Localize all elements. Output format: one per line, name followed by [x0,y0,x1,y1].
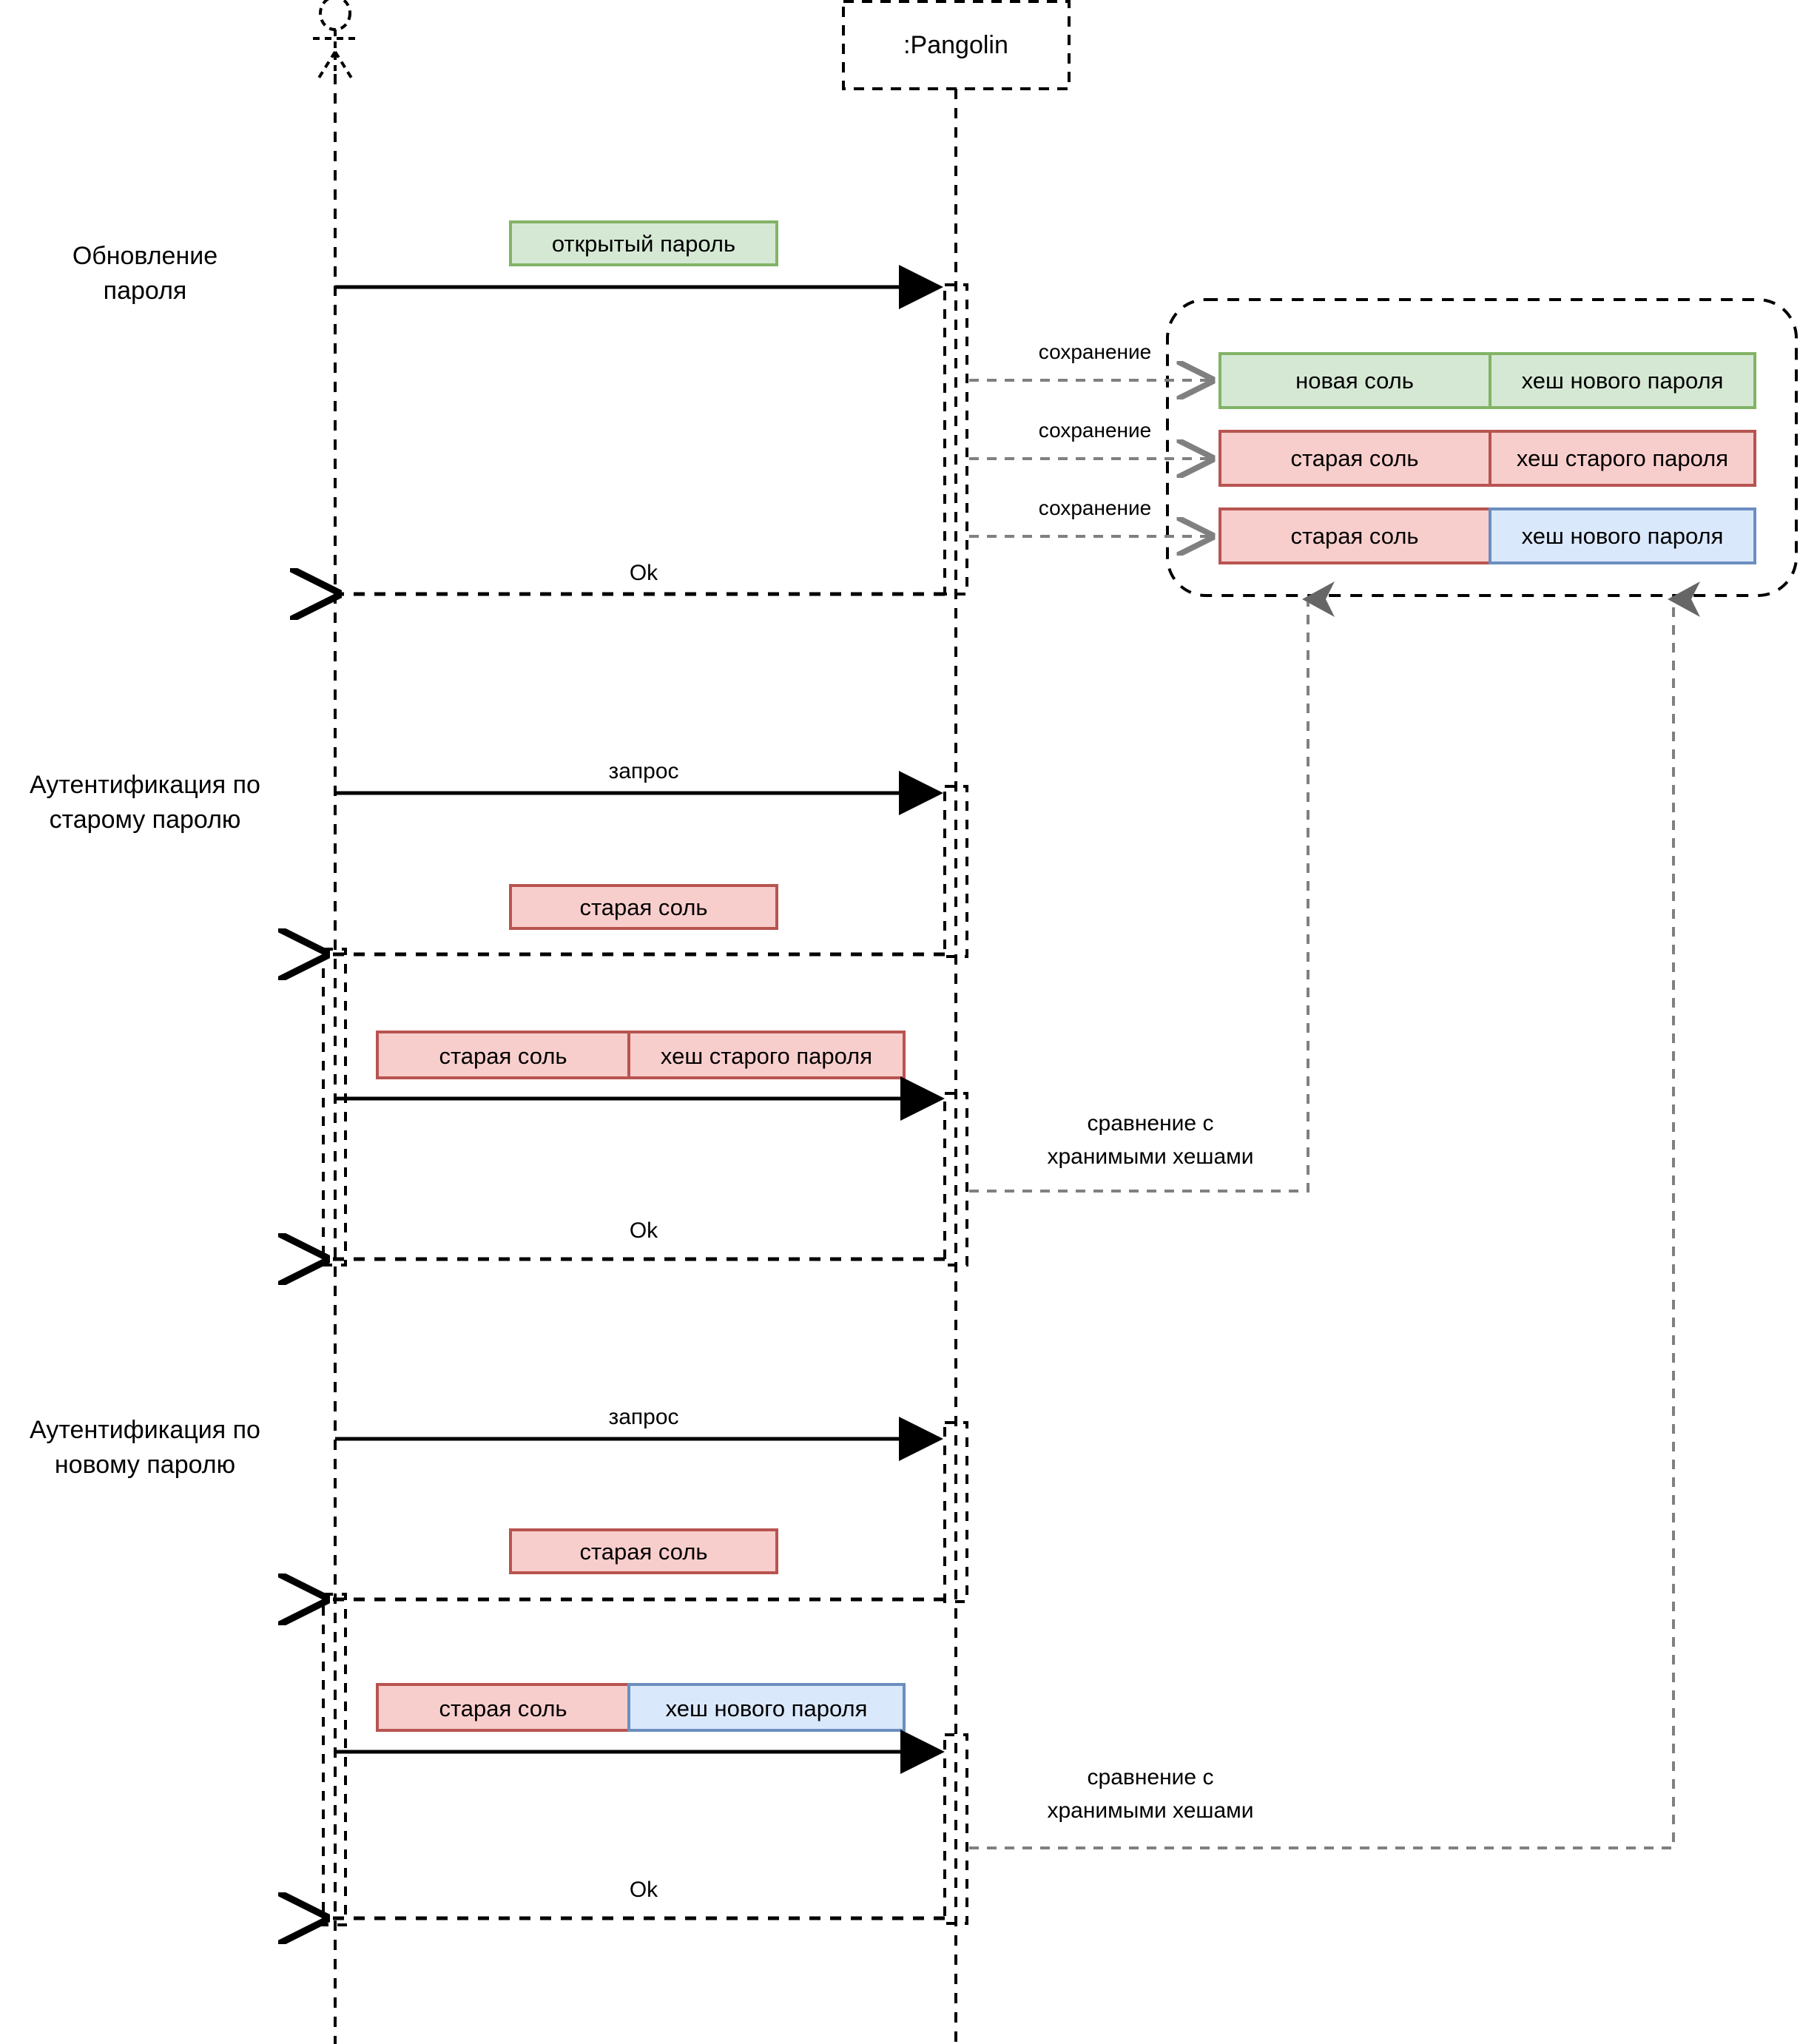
msg-old-salt-new-hash-right-cell [627,1683,906,1732]
storage-record-3-right-cell [1489,507,1756,564]
storage-record-3-left-label: старая соль [1290,523,1418,549]
storage-record-2-right-cell [1489,430,1756,487]
msg-old-salt-old-hash-right-cell [627,1031,906,1079]
section-label-auth-old-line2: старому паролю [50,806,241,834]
hash-storage-container [1166,298,1798,597]
note-compare-2-line1: сравнение с [1088,1765,1214,1790]
activation-pangolin-2 [943,785,968,958]
storage-record-3: старая соль хеш нового пароля [1218,507,1756,564]
section-label-auth-new-line1: Аутентификация по [30,1416,260,1444]
storage-record-1-right-label: хеш нового пароля [1522,368,1724,394]
msg-open-password-box [509,220,778,266]
msg-old-salt-2-label: старая соль [579,1539,707,1565]
storage-record-1-left-cell [1218,352,1491,409]
section-label-password-update-line2: пароля [104,277,187,305]
section-label-auth-new-line2: новому паролю [55,1451,235,1479]
msg-old-salt-1-label: старая соль [579,894,707,920]
msg-ok-2-label: Ok [630,1218,658,1243]
msg-old-salt-old-hash-left-label: старая соль [439,1043,567,1069]
msg-save-1-label: сохранение [1039,340,1151,363]
msg-ok-1-label: Ok [630,561,658,585]
msg-old-salt-new-hash-left-label: старая соль [439,1696,567,1721]
actor-stick-figure-icon [313,0,357,83]
activation-pangolin-5 [943,1733,968,1925]
msg-old-salt-1-box [509,884,778,930]
activation-actor-2 [322,1593,347,1926]
storage-record-1-right-cell [1489,352,1756,409]
storage-record-2-right-label: хеш старого пароля [1517,445,1728,471]
section-label-password-update-line1: Обновление [73,242,218,270]
activation-pangolin-1 [943,283,968,596]
storage-record-3-right-label: хеш нового пароля [1522,523,1724,549]
section-label-auth-old-line1: Аутентификация по [30,771,260,799]
note-compare-2-line2: хранимыми хешами [1047,1798,1253,1823]
msg-old-salt-old-hash-right-label: хеш старого пароля [661,1043,872,1069]
activation-pangolin-4 [943,1421,968,1603]
msg-old-salt-new-hash-right-label: хеш нового пароля [666,1696,868,1721]
msg-request-1-label: запрос [608,759,678,783]
msg-old-salt-new-hash-left-cell [376,1683,630,1732]
msg-old-salt-new-hash-box: старая соль хеш нового пароля [376,1683,906,1732]
storage-record-2: старая соль хеш старого пароля [1218,430,1756,487]
storage-record-2-left-label: старая соль [1290,445,1418,471]
msg-old-salt-old-hash-box: старая соль хеш старого пароля [376,1031,906,1079]
storage-record-1: новая соль хеш нового пароля [1218,352,1756,409]
msg-old-salt-old-hash-left-cell [376,1031,630,1079]
note-compare-1-line2: хранимыми хешами [1047,1144,1253,1169]
storage-record-3-left-cell [1218,507,1491,564]
storage-record-1-left-label: новая соль [1295,368,1414,394]
msg-old-salt-2-box [509,1528,778,1574]
activation-actor-1 [322,948,347,1266]
msg-ok-3-label: Ok [630,1878,658,1902]
note-compare-1-connector [969,581,1335,1193]
msg-open-password-label: открытый пароль [552,231,735,257]
msg-save-3-label: сохранение [1039,496,1151,519]
activation-pangolin-3 [943,1092,968,1266]
storage-record-2-left-cell [1218,430,1491,487]
note-compare-1-line1: сравнение с [1088,1111,1214,1136]
note-compare-2-connector [969,581,1700,1849]
pangolin-lifeline-label: :Pangolin [903,31,1008,59]
msg-save-2-label: сохранение [1039,419,1151,442]
msg-request-2-label: запрос [608,1405,678,1429]
